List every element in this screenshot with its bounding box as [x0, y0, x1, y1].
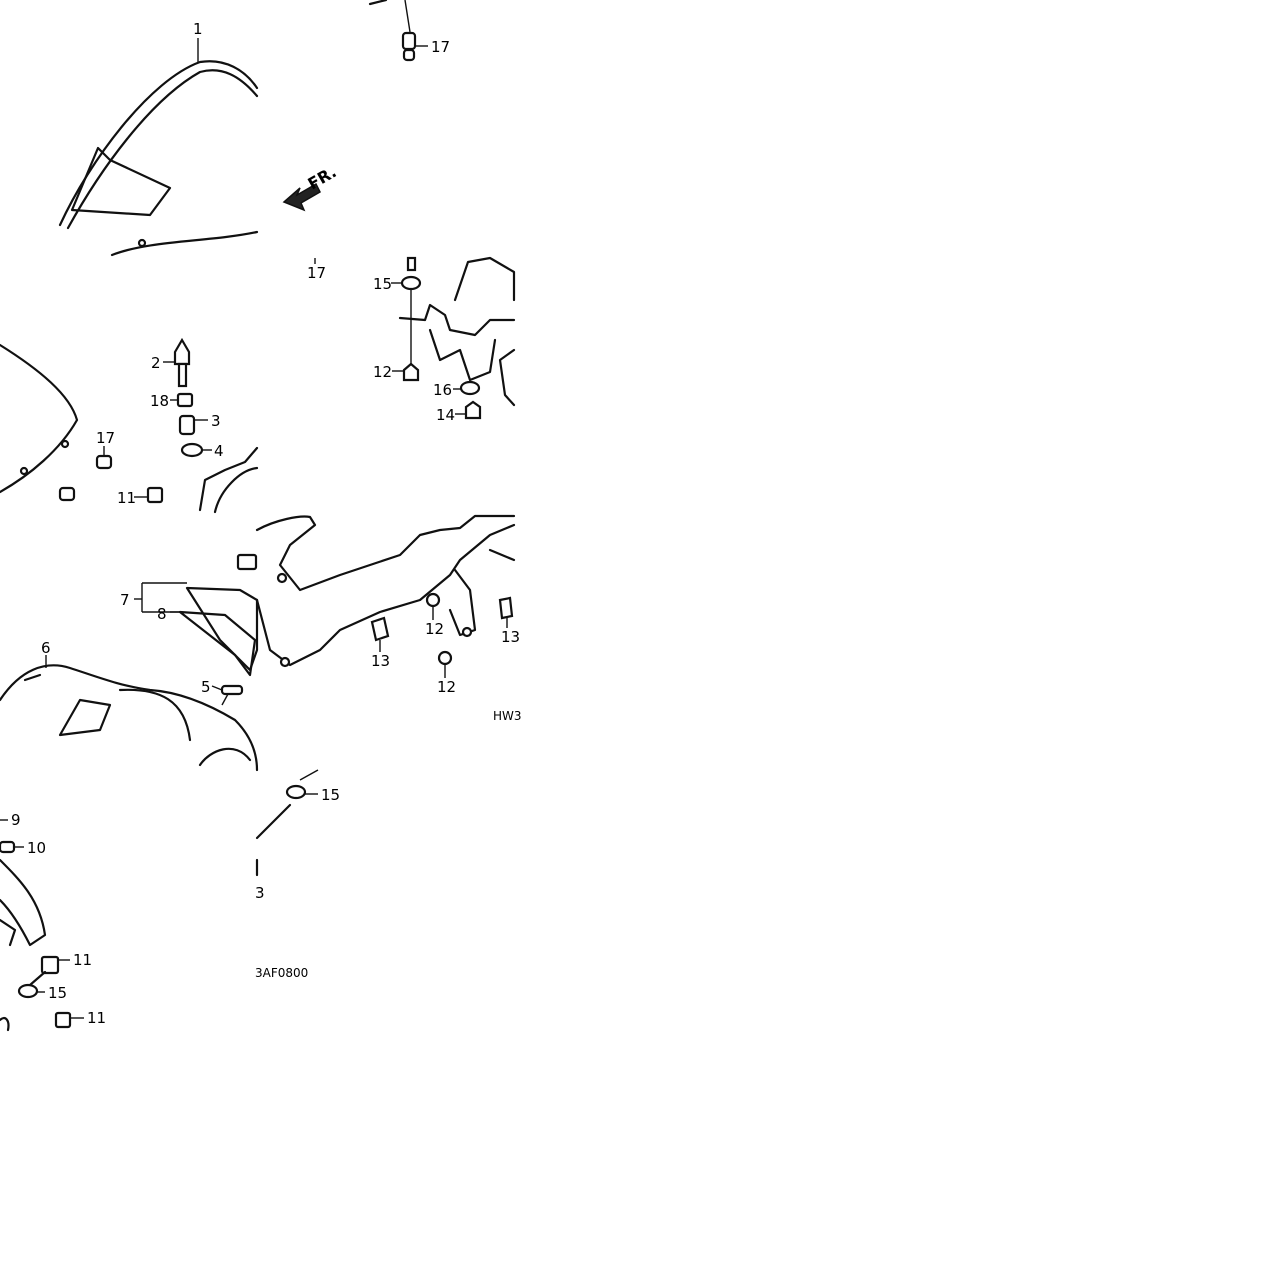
- callout-9: 9: [11, 811, 21, 829]
- callout-6: 6: [41, 639, 51, 657]
- callout-3: 3: [211, 412, 221, 430]
- callout-16: 16: [433, 381, 452, 399]
- callout-15-lower: 15: [48, 984, 67, 1002]
- callout-4: 4: [214, 442, 224, 460]
- callout-12-lower: 12: [437, 678, 456, 696]
- callout-11-lower: 11: [87, 1009, 106, 1027]
- side-cover-drawing: [0, 337, 259, 514]
- leader-lines: [0, 38, 508, 1019]
- callout-labels: 1 17 17 15 2 12 18 3 16 4 14 17 11 7 8 1…: [11, 20, 522, 1027]
- callout-17-mid: 17: [307, 264, 326, 282]
- lower-screws-drawing: [255, 769, 319, 877]
- callout-18: 18: [150, 392, 169, 410]
- seat-cowl-drawing: [58, 60, 259, 257]
- callout-14: 14: [436, 406, 455, 424]
- callout-8: 8: [157, 605, 167, 623]
- callout-17-side: 17: [96, 429, 115, 447]
- callout-15-mid: 15: [321, 786, 340, 804]
- callout-5: 5: [201, 678, 211, 696]
- callout-12-upper: 12: [373, 363, 392, 381]
- callout-10: 10: [27, 839, 46, 857]
- callout-15-upper: 15: [373, 275, 392, 293]
- callout-1: 1: [193, 20, 203, 38]
- part-code-3af0800: 3AF0800: [255, 966, 308, 980]
- callout-13-left: 13: [371, 652, 390, 670]
- callout-2: 2: [151, 354, 161, 372]
- part-code-hw3: HW3: [493, 709, 522, 723]
- rear-bracket-drawing: [398, 256, 516, 420]
- callout-7: 7: [120, 591, 130, 609]
- callout-12-mid: 12: [425, 620, 444, 638]
- callout-13-right: 13: [501, 628, 520, 646]
- tail-cover-drawing: [0, 664, 259, 772]
- fastener-17-top: [368, 0, 417, 62]
- lens-gasket-drawing: [178, 586, 259, 677]
- callout-3-lower: 3: [255, 884, 265, 902]
- front-direction-arrow: FR.: [282, 162, 340, 212]
- callout-17-top: 17: [431, 38, 450, 56]
- lower-left-drawing: [0, 840, 72, 1032]
- callout-11-mid: 11: [73, 951, 92, 969]
- callout-11-upper: 11: [117, 489, 136, 507]
- subframe-drawing: [236, 514, 516, 668]
